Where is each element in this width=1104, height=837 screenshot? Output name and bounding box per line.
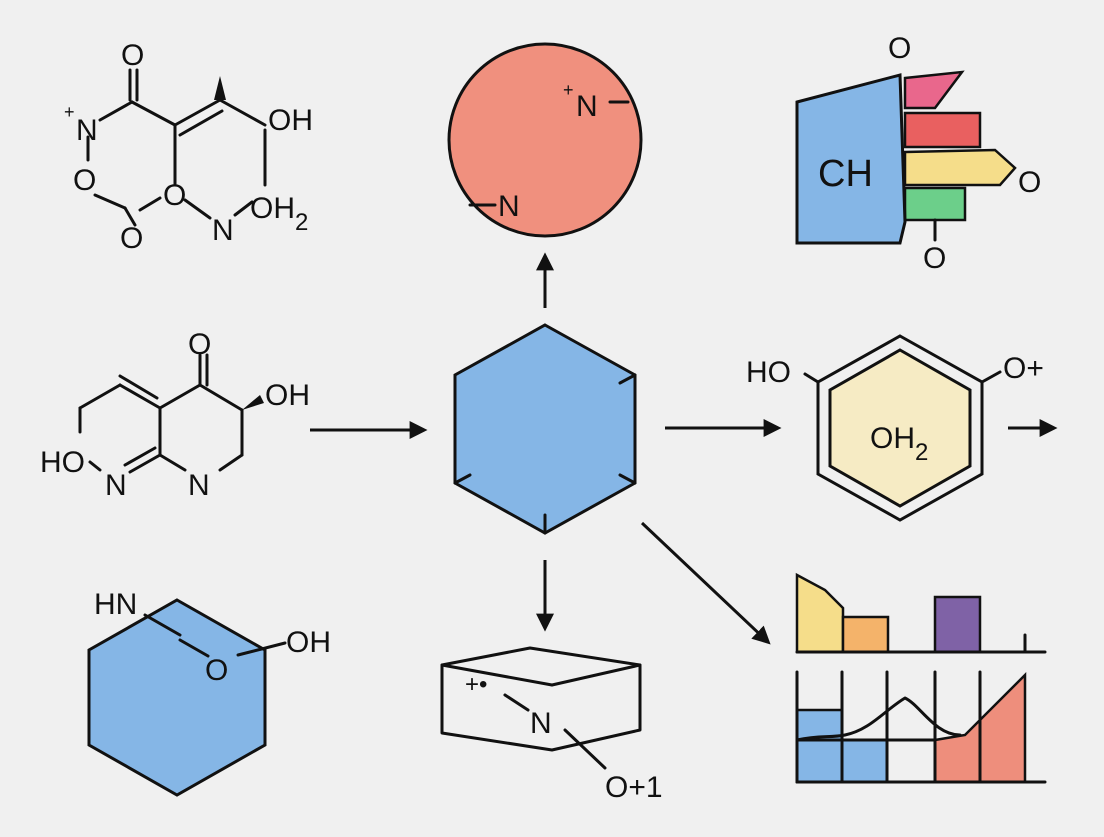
block-chart-top-right: O CH O O bbox=[795, 32, 1041, 275]
ring-group-ho: HO bbox=[746, 356, 791, 389]
mid-stereo-wedge bbox=[242, 395, 264, 410]
group-oh: OH bbox=[268, 104, 313, 137]
bottom-combo-chart bbox=[795, 670, 1047, 784]
ring-center-oh2: OH2 bbox=[870, 422, 928, 466]
ring-bond-right bbox=[980, 370, 1002, 384]
hexagon-bottom-left: HN O OH bbox=[87, 588, 331, 797]
purple-bar bbox=[933, 595, 982, 654]
center-hexagon-ticks bbox=[453, 373, 637, 535]
box-bottom-center: +• N O+1 bbox=[440, 646, 663, 804]
atom-o-ring: O bbox=[73, 164, 96, 197]
block-atom-o-bottom: O bbox=[923, 242, 946, 275]
block-atom-o-right: O bbox=[1018, 166, 1041, 199]
arrow-diagonal-to-charts bbox=[640, 521, 771, 645]
hexagon-ring-right: HO O+ OH2 bbox=[746, 334, 1044, 522]
mid-atom-n-right: N bbox=[188, 469, 210, 502]
charts-bottom-right bbox=[795, 572, 1047, 784]
center-hexagon-node bbox=[453, 323, 637, 535]
mid-group-ho: HO bbox=[40, 446, 85, 479]
stereo-wedge bbox=[214, 76, 226, 100]
bottom-left-bonds bbox=[143, 613, 287, 658]
mid-group-oh: OH bbox=[265, 379, 310, 412]
inner-hexagon bbox=[828, 348, 972, 508]
block-atom-o-top: O bbox=[888, 32, 911, 65]
orange-bar bbox=[841, 615, 890, 654]
arrows bbox=[310, 252, 1058, 645]
trend-line bbox=[795, 696, 962, 742]
circle-charge-plus: + bbox=[563, 80, 574, 100]
charge-plus: + bbox=[64, 102, 75, 122]
mid-atom-o-top: O bbox=[188, 328, 211, 361]
block-pink bbox=[903, 70, 965, 110]
box-atom-n: N bbox=[530, 707, 552, 740]
red-circle bbox=[447, 42, 643, 238]
circle-atom-n-bottom: N bbox=[498, 190, 520, 223]
box-group-o-plus-1: O+1 bbox=[605, 771, 663, 804]
atom-o-top: O bbox=[121, 39, 144, 72]
molecule-top-left-bonds bbox=[86, 68, 267, 227]
block-red bbox=[903, 111, 982, 149]
top-bar-chart bbox=[795, 572, 1047, 654]
box-charge-label: +• bbox=[465, 671, 487, 698]
atom-n-bottom: N bbox=[212, 214, 234, 247]
circle-atom-n-top: N bbox=[576, 90, 598, 123]
box-edges bbox=[440, 646, 642, 770]
group-oh2: OH2 bbox=[250, 192, 308, 236]
bl-atom-o: O bbox=[205, 654, 228, 687]
bl-group-hn: HN bbox=[94, 588, 137, 621]
blue-bar-1 bbox=[795, 708, 844, 784]
ring-bond-left bbox=[803, 372, 820, 384]
molecule-top-left: O + N O OH O O N OH2 bbox=[64, 39, 313, 255]
block-green bbox=[903, 186, 967, 222]
block-label-ch: CH bbox=[818, 153, 873, 195]
atom-o-mid: O bbox=[163, 179, 186, 212]
bottom-left-hexagon bbox=[87, 598, 267, 797]
bottom-chart-grid bbox=[795, 670, 1047, 784]
center-hexagon bbox=[453, 323, 637, 535]
block-blue-tall bbox=[795, 73, 907, 245]
mid-atom-n-left: N bbox=[105, 469, 127, 502]
bl-group-oh: OH bbox=[286, 626, 331, 659]
atom-o-bottom: O bbox=[120, 222, 143, 255]
red-circle-node: + N N bbox=[447, 42, 643, 238]
molecule-mid-left-bonds bbox=[78, 353, 244, 474]
atom-n: N bbox=[76, 114, 98, 147]
ring-group-o-plus: O+ bbox=[1003, 352, 1044, 385]
blue-bar-2 bbox=[840, 738, 889, 784]
molecule-mid-left: O OH HO N N bbox=[40, 328, 310, 502]
yellow-bar bbox=[795, 572, 845, 654]
block-yellow bbox=[903, 148, 1017, 187]
